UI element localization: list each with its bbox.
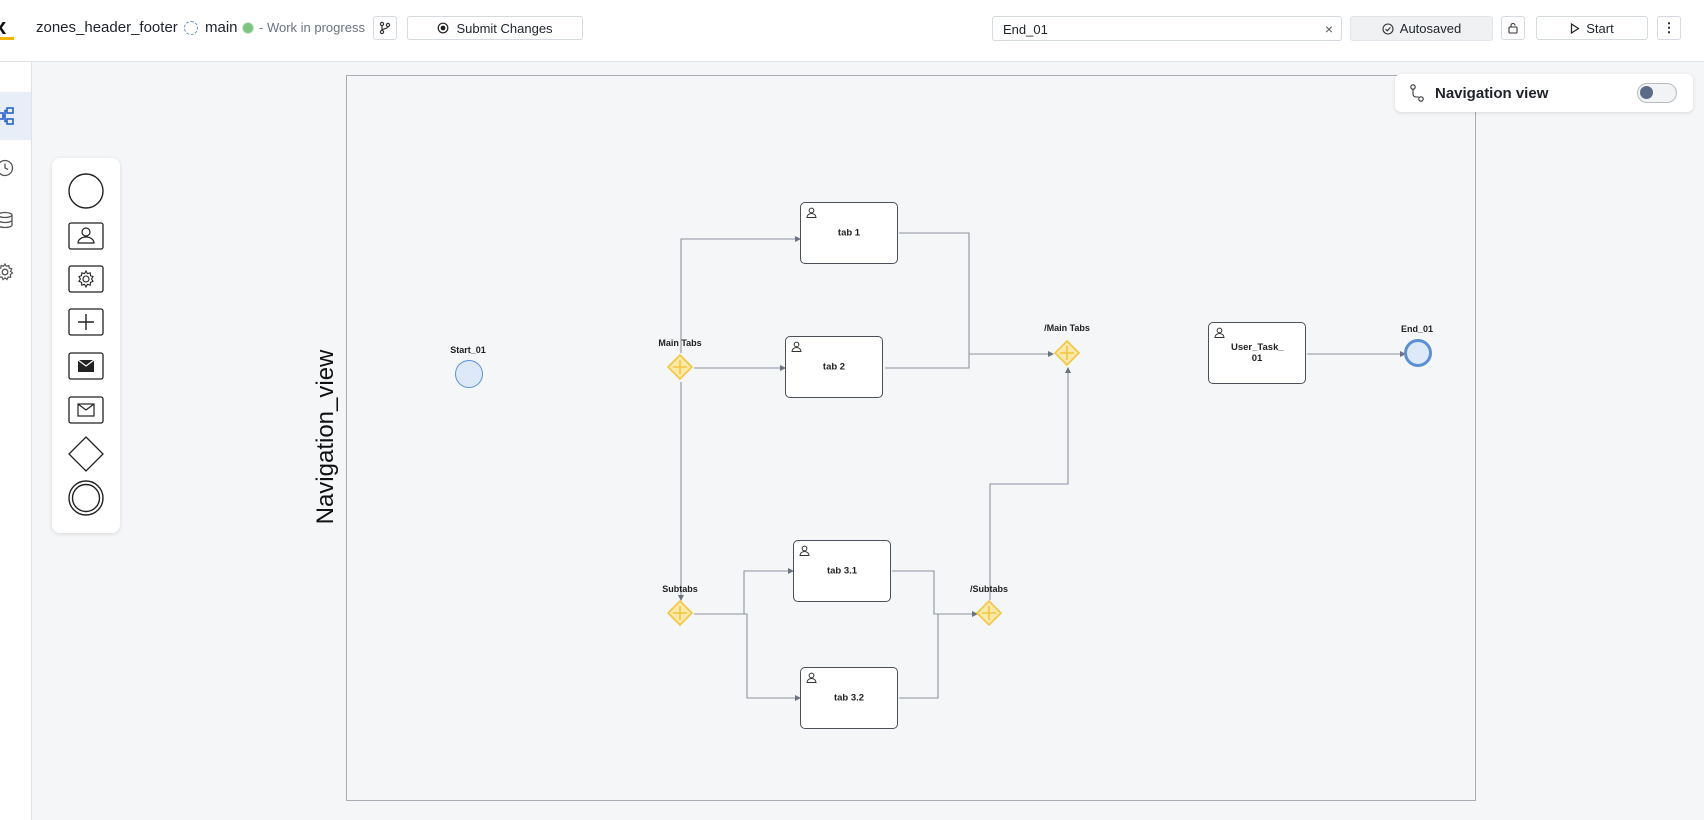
flow-tab2-maintabs-close[interactable] <box>885 354 970 369</box>
palette-receive-task[interactable] <box>68 392 104 428</box>
navigation-view-panel: Navigation view <box>1395 74 1693 112</box>
status-dot-icon <box>242 22 254 34</box>
start-event-label: Start_01 <box>450 345 486 355</box>
task-label: tab 2 <box>822 361 846 373</box>
task-user-task-01[interactable]: User_Task_ 01 <box>1208 322 1306 384</box>
start-button[interactable]: Start <box>1536 16 1648 40</box>
sidebar-item-data[interactable] <box>0 196 31 244</box>
autosaved-status: Autosaved <box>1350 16 1493 41</box>
submit-changes-label: Submit Changes <box>456 20 553 36</box>
sidebar-item-process[interactable] <box>0 92 31 140</box>
start-label: Start <box>1586 20 1614 36</box>
branch-status-icon <box>184 21 198 35</box>
task-tab-1[interactable]: tab 1 <box>800 202 898 264</box>
autosaved-label: Autosaved <box>1399 21 1462 36</box>
project-name: zones_header_footer <box>36 19 178 36</box>
search-input[interactable] <box>1001 21 1305 38</box>
logo-underline <box>0 37 14 40</box>
subtabs-gateway[interactable] <box>667 600 693 626</box>
gear-icon <box>0 263 14 281</box>
lock-icon <box>1508 22 1518 34</box>
branch-name[interactable]: main <box>205 19 238 36</box>
flow-subtabs-tab31[interactable] <box>694 568 794 615</box>
process-diagram-icon <box>0 107 14 125</box>
status-text: - Work in progress <box>259 20 365 35</box>
end-event[interactable] <box>1404 339 1432 367</box>
diamond-icon <box>68 436 104 472</box>
start-event[interactable] <box>455 360 483 388</box>
user-icon <box>799 545 810 556</box>
flow-maintabs-tab1[interactable] <box>680 236 801 353</box>
user-icon <box>806 207 817 218</box>
task-tab-3-1[interactable]: tab 3.1 <box>793 540 891 602</box>
more-options-button[interactable]: ⋮ <box>1657 16 1681 40</box>
task-label: tab 3.1 <box>826 565 858 577</box>
envelope-icon <box>68 396 104 424</box>
palette-parallel-gateway[interactable] <box>68 304 104 340</box>
toggle-knob <box>1640 86 1653 99</box>
main-tabs-gateway-label: Main Tabs <box>658 338 702 348</box>
left-sidebar <box>0 62 32 820</box>
sidebar-item-settings[interactable] <box>0 248 31 296</box>
submit-changes-button[interactable]: Submit Changes <box>407 16 583 40</box>
user-icon <box>1214 327 1225 338</box>
user-task-icon <box>68 222 104 250</box>
clear-search-icon[interactable]: × <box>1324 21 1333 37</box>
flow-route-icon <box>1410 84 1424 102</box>
palette-user-task[interactable] <box>68 218 104 254</box>
play-icon <box>1571 22 1580 34</box>
flow-tab31-subtabs-close[interactable] <box>892 570 978 617</box>
end-event-label: End_01 <box>1400 324 1434 334</box>
service-task-icon <box>68 265 104 293</box>
subtabs-close-gateway[interactable] <box>976 600 1002 626</box>
record-icon <box>438 22 449 34</box>
subtabs-gateway-label: Subtabs <box>662 584 698 594</box>
navigation-view-title: Navigation view <box>1435 85 1549 102</box>
element-palette <box>52 158 120 533</box>
palette-start-event[interactable] <box>68 173 104 209</box>
pool-frame[interactable] <box>346 75 1476 801</box>
filled-envelope-icon <box>68 352 104 380</box>
navigation-view-toggle[interactable] <box>1637 83 1677 103</box>
flow-tab32-subtabs-close[interactable] <box>899 614 939 699</box>
main-tabs-close-gateway[interactable] <box>1054 340 1080 366</box>
task-label: tab 3.2 <box>833 692 865 704</box>
flow-tab1-maintabs-close[interactable] <box>899 232 1054 357</box>
element-search[interactable]: × <box>992 16 1342 41</box>
palette-service-task[interactable] <box>68 261 104 297</box>
palette-end-event[interactable] <box>68 480 104 516</box>
top-bar: x zones_header_footer main - Work in pro… <box>0 0 1704 62</box>
main-tabs-gateway[interactable] <box>667 354 693 380</box>
database-icon <box>0 211 13 229</box>
task-label: User_Task_ 01 <box>1231 342 1284 364</box>
app-logo[interactable]: x <box>0 14 7 39</box>
clock-icon <box>0 159 14 177</box>
palette-exclusive-gateway[interactable] <box>68 436 104 472</box>
main-tabs-close-gateway-label: /Main Tabs <box>1044 323 1090 333</box>
check-circle-icon <box>1382 22 1394 35</box>
plus-box-icon <box>68 308 104 336</box>
task-tab-2[interactable]: tab 2 <box>785 336 883 398</box>
task-label: tab 1 <box>837 227 861 239</box>
user-icon <box>791 341 802 352</box>
kebab-menu-icon: ⋮ <box>1662 20 1676 35</box>
sidebar-item-history[interactable] <box>0 144 31 192</box>
subtabs-close-gateway-label: /Subtabs <box>969 584 1009 594</box>
branches-button[interactable] <box>373 16 397 40</box>
palette-send-task[interactable] <box>68 348 104 384</box>
flow-subtabs-close-maintabs-close[interactable] <box>989 367 1071 600</box>
task-tab-3-2[interactable]: tab 3.2 <box>800 667 898 729</box>
user-icon <box>806 672 817 683</box>
start-event-icon <box>68 173 104 209</box>
end-event-icon <box>68 480 104 516</box>
git-branch-icon <box>379 21 391 35</box>
flow-subtabs-tab32[interactable] <box>694 613 801 701</box>
lock-button[interactable] <box>1501 16 1525 40</box>
